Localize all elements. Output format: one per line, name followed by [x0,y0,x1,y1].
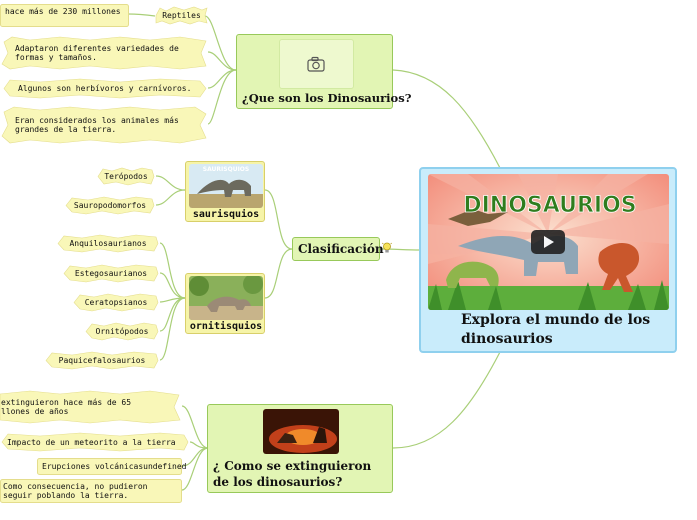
root-node[interactable]: DINOSAURIOS Explora el mundo de los dino… [419,167,677,353]
saurisquios-image-caption: SAURISQUIOS [203,166,249,173]
meteor-image [263,409,339,454]
lightbulb-icon [382,242,392,253]
image-placeholder [279,39,354,89]
saurisquios-image: SAURISQUIOS [189,164,263,208]
group-ornitisquios[interactable]: ornitisquios [185,273,265,334]
leaf-consecuencia[interactable]: Como consecuencia, no pudieron seguir po… [0,479,182,503]
leaf-sauropodomorfos[interactable]: Sauropodomorfos [64,196,156,215]
dinosaurios-image-title: DINOSAURIOS [463,193,636,218]
leaf-animales-grandes[interactable]: Eran considerados los animales más grand… [0,106,209,144]
leaf-adaptaron[interactable]: Adaptaron diferentes variedades de forma… [0,36,209,70]
topic-clasificacion[interactable]: Clasificación [292,237,384,261]
leaf-que-son-230-millones[interactable]: hace más de 230 millones [0,4,129,27]
leaf-herbivoros[interactable]: Algunos son herbívoros y carnívoros. [0,78,209,99]
leaf-reptiles[interactable]: Reptiles [154,6,209,25]
group-label-ornitisquios: ornitisquios [189,321,263,332]
topic-label-extincion: ¿ Como se extinguieron de los dinosaurio… [213,459,372,489]
leaf-ceratopsianos[interactable]: Ceratopsianos [72,293,160,312]
topic-label-clasificacion: Clasificación [298,242,384,256]
leaf-ornitopodos[interactable]: Ornitópodos [84,322,160,341]
leaf-meteorito[interactable]: Impacto de un meteorito a la tierra [0,432,190,452]
root-title: Explora el mundo de los dinosaurios [461,312,651,347]
leaf-estegosaurianos[interactable]: Estegosaurianos [62,264,160,283]
leaf-anquilosaurianos[interactable]: Anquilosaurianos [56,234,160,253]
leaf-65-millones[interactable]: extinguieron hace más de 65 llones de añ… [0,390,182,424]
play-icon[interactable] [531,230,565,254]
topic-extincion[interactable]: ¿ Como se extinguieron de los dinosaurio… [207,404,393,493]
topic-que-son[interactable]: ¿Que son los Dinosaurios? [236,34,411,109]
group-saurisquios[interactable]: SAURISQUIOS saurisquios [185,161,265,222]
leaf-erupciones[interactable]: Erupciones volcánicasundefined [37,458,187,475]
leaf-paquicefalosaurios[interactable]: Paquicefalosaurios [44,351,160,370]
group-label-saurisquios: saurisquios [192,209,260,220]
ornitisquios-image [189,276,263,320]
leaf-teropodos[interactable]: Terópodos [96,167,156,186]
dinosaurs-video-thumbnail[interactable]: DINOSAURIOS [428,174,669,310]
topic-label-que-son: ¿Que son los Dinosaurios? [242,91,412,105]
camera-icon [307,56,325,72]
